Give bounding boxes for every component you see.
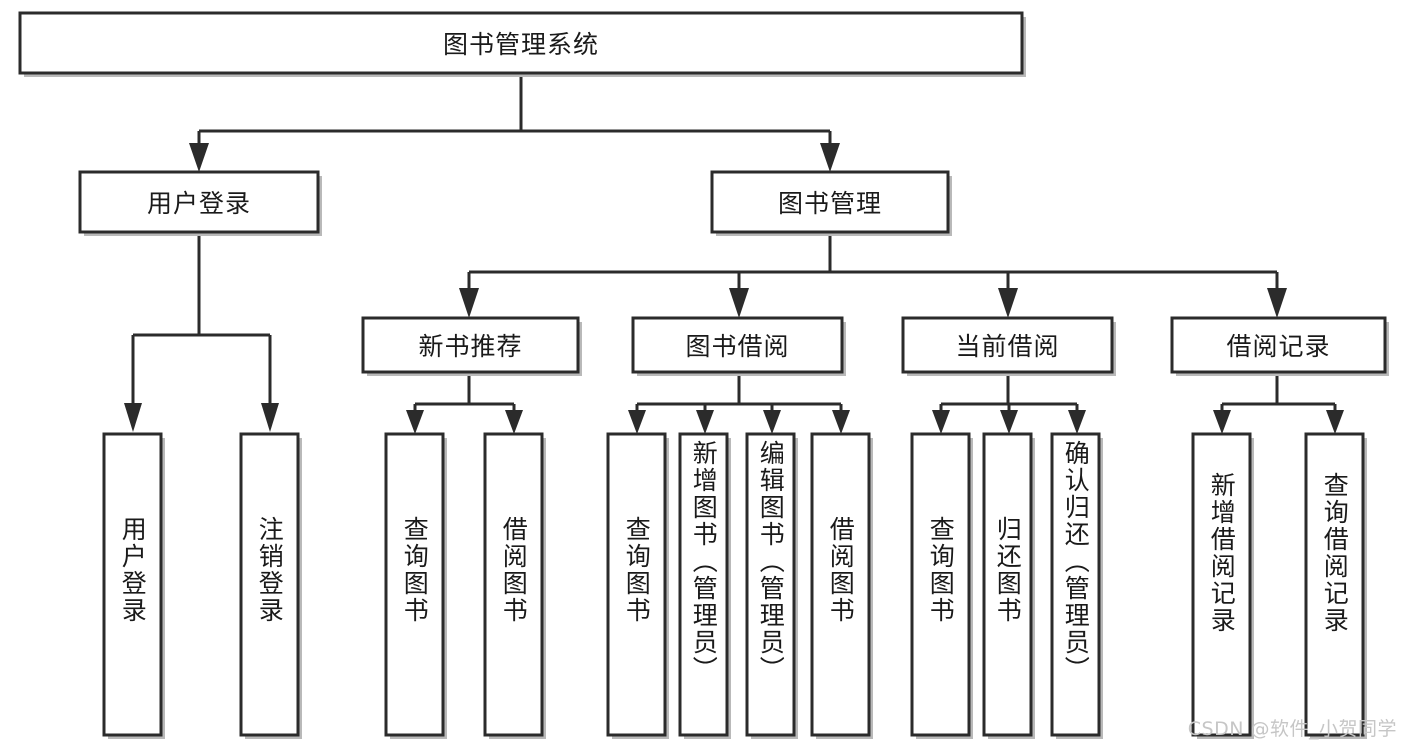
leaf-borrow-book-1-box[interactable] (483, 432, 544, 737)
arrow-head-leaf-borrow-book-1 (505, 410, 523, 434)
leaf-query-book-3-box[interactable] (910, 432, 971, 737)
arrow-head-current-borrow (998, 288, 1018, 318)
arrow-head-leaf-borrow-book-2 (832, 410, 850, 434)
current-borrow-box[interactable] (901, 316, 1114, 374)
leaf-add-book-box[interactable] (678, 432, 729, 737)
arrow-head-leaf-confirm-return (1068, 410, 1086, 434)
user-login-box[interactable] (78, 170, 320, 234)
leaf-query-book-2-box[interactable] (606, 432, 667, 737)
arrow-head-leaf-query-book-2 (628, 410, 646, 434)
arrow-head-book-management (820, 143, 840, 172)
arrow-head-book-borrow (729, 288, 749, 318)
leaf-user-login-box[interactable] (102, 432, 163, 737)
connector-group (124, 75, 1344, 434)
arrow-head-borrow-record (1267, 288, 1287, 318)
arrow-head-leaf-add-record (1213, 410, 1231, 434)
node-box-group (18, 11, 1389, 739)
arrow-head-leaf-logout-login (261, 403, 279, 432)
root-box[interactable] (18, 11, 1024, 75)
arrow-head-user-login (189, 143, 209, 172)
new-book-recommend-box[interactable] (361, 316, 580, 374)
leaf-logout-login-box[interactable] (239, 432, 300, 737)
arrow-head-leaf-query-record (1326, 410, 1344, 434)
leaf-query-book-1-box[interactable] (384, 432, 445, 737)
arrow-head-leaf-query-book-3 (932, 410, 950, 434)
leaf-borrow-book-2-box[interactable] (810, 432, 871, 737)
borrow-record-box[interactable] (1170, 316, 1387, 374)
leaf-edit-book-box[interactable] (745, 432, 796, 737)
leaf-confirm-return-box[interactable] (1050, 432, 1101, 737)
arrow-head-new-book-recommend (459, 288, 479, 318)
leaf-query-record-box[interactable] (1304, 432, 1365, 737)
leaf-return-book-box[interactable] (982, 432, 1033, 737)
leaf-add-record-box[interactable] (1191, 432, 1252, 737)
book-borrow-box[interactable] (631, 316, 844, 374)
arrow-head-leaf-user-login (124, 403, 142, 432)
arrow-head-leaf-edit-book (763, 410, 781, 434)
book-management-box[interactable] (710, 170, 950, 234)
arrow-head-leaf-return-book (1000, 410, 1018, 434)
csdn-watermark: CSDN @软件_小贺同学 (1187, 718, 1397, 740)
arrow-head-leaf-query-book-1 (406, 410, 424, 434)
arrow-head-leaf-add-book (696, 410, 714, 434)
